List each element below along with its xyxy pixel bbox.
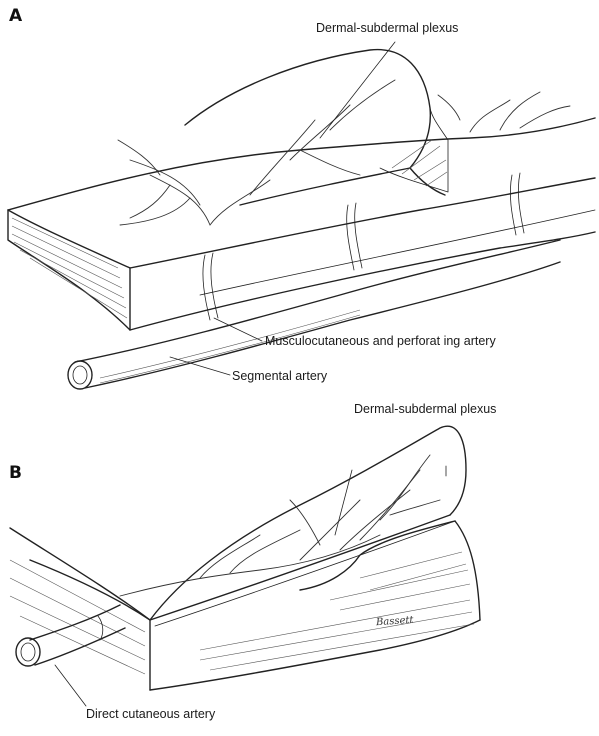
panel-a-plexus-label: Dermal-subdermal plexus [316, 21, 458, 35]
panel-b-artery-cut [98, 616, 103, 640]
panel-a-dermal-plexus-vessels [118, 80, 570, 225]
panel-b-slab-top-line [30, 560, 150, 620]
panel-b-plexus-label: Dermal-subdermal plexus [354, 402, 496, 416]
panel-a-perforator-2 [347, 203, 362, 270]
panel-a-skin-slab-front-edge [130, 178, 595, 268]
panel-b-body-hatching [200, 552, 474, 670]
panel-a-skin-slab-front-top [8, 210, 130, 268]
panel-b-flap-front-edge [150, 515, 450, 620]
panel-a-flap-underside [380, 108, 448, 192]
panel-b-dermal-plexus-vessels [120, 455, 440, 596]
panel-a-lower-edge [130, 232, 595, 330]
panel-a-plexus-leader [320, 42, 395, 138]
panel-b-drawing [10, 426, 480, 706]
panel-a-side-hatching [12, 218, 127, 318]
panel-a-segmental-label: Segmental artery [232, 369, 327, 383]
panel-b-direct-leader [55, 665, 86, 706]
panel-b-flap-body-right [455, 521, 480, 620]
panel-a-perforator-3 [510, 173, 524, 235]
panel-b-slab-bottom [150, 620, 480, 690]
panel-b-flap-body-mid [300, 521, 455, 590]
panel-a-segmental-artery-lumen [68, 361, 92, 389]
panel-a-mid-line [200, 210, 595, 295]
panel-b-artery-lumen [16, 638, 40, 666]
panel-b-side-hatching [10, 560, 145, 674]
panel-a-musculo-leader [214, 318, 262, 341]
panel-b-plexus-leader [335, 470, 352, 535]
panel-a-letter: A [9, 6, 22, 26]
panel-b-flap-rim [155, 521, 455, 626]
panel-a-skin-slab-top [8, 118, 595, 210]
panel-b-artery-top [30, 605, 120, 640]
panel-a-musculocutaneous-label: Musculocutaneous and perforat ing artery [265, 334, 496, 348]
panel-b-direct-artery-label: Direct cutaneous artery [86, 707, 215, 721]
panel-b-letter: B [9, 463, 22, 483]
panel-a-flap-outline [185, 50, 430, 205]
